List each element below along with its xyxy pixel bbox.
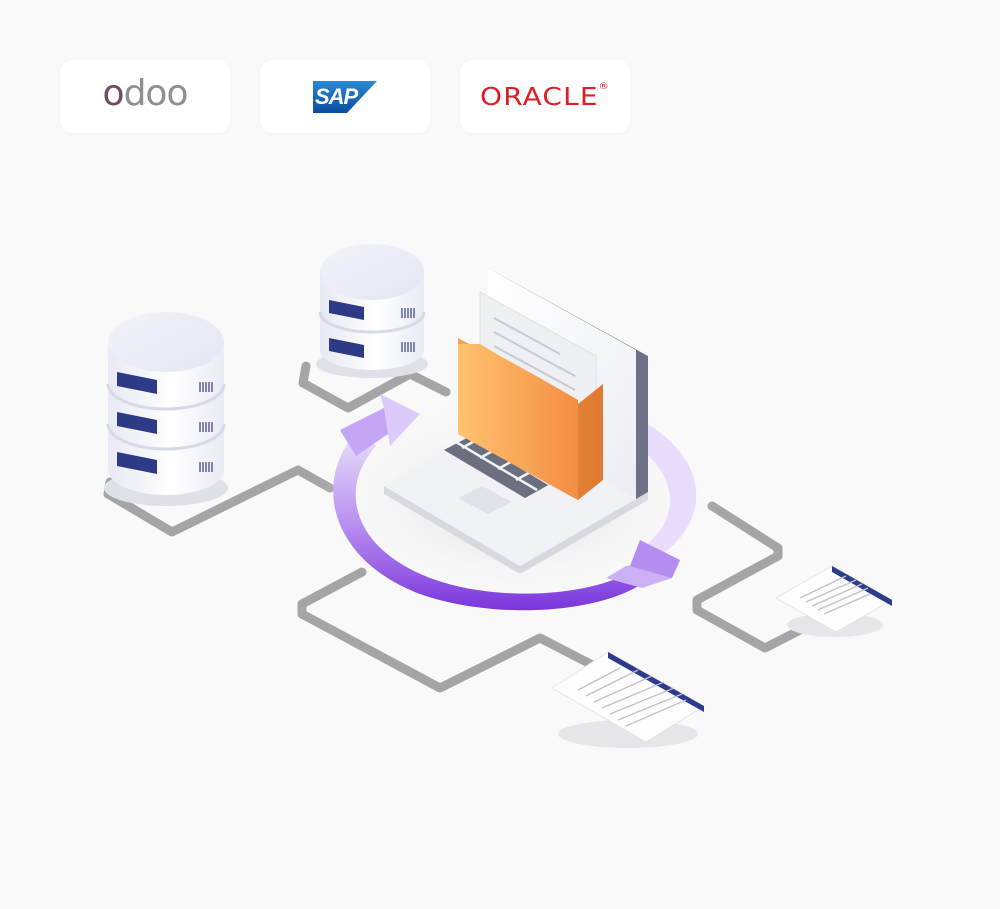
- oracle-logo-card[interactable]: ORACLE®: [460, 60, 630, 133]
- document-icon-right: [774, 565, 894, 637]
- document-icon-bottom: [551, 651, 705, 748]
- odoo-logo-card[interactable]: odoo: [60, 60, 230, 133]
- database-icon-top: [316, 244, 428, 378]
- sap-logo-card[interactable]: SAP: [260, 60, 430, 133]
- odoo-logo: odoo: [102, 72, 189, 114]
- database-icon-left: [104, 312, 228, 506]
- folder-icon: [458, 291, 603, 500]
- oracle-logo: ORACLE®: [480, 82, 610, 111]
- sap-logo: SAP: [313, 80, 377, 113]
